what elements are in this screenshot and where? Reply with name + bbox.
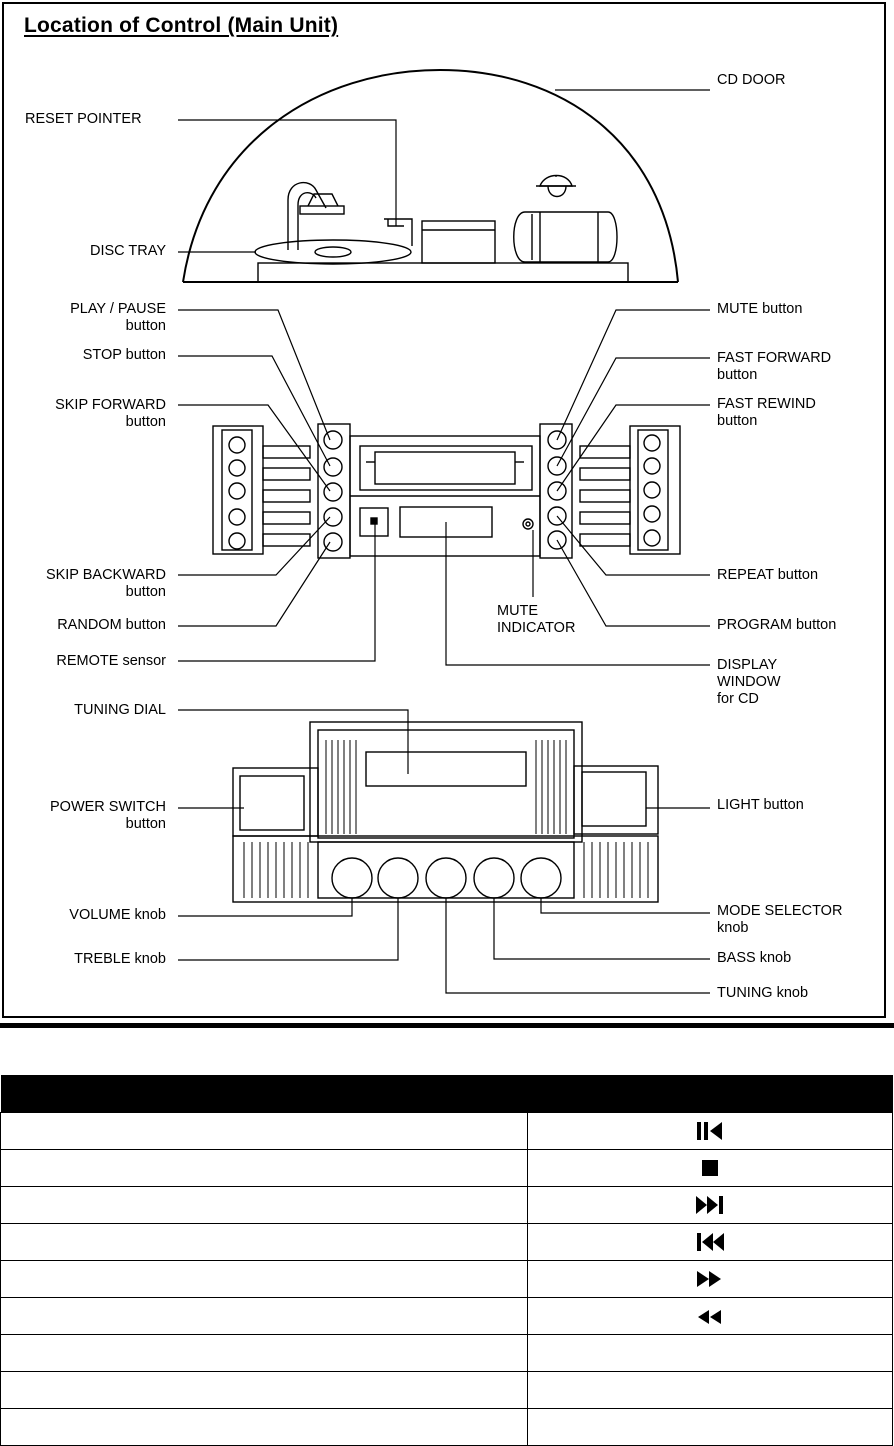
table-cell-label — [0, 1260, 528, 1298]
label-tuning-dial: TUNING DIAL — [74, 702, 166, 718]
label-random: RANDOM button — [57, 617, 166, 633]
label-fast-rewind: FAST REWIND button — [717, 396, 816, 429]
table-cell-symbol — [527, 1149, 893, 1187]
section-divider — [0, 1023, 894, 1028]
fast-forward-icon — [697, 1271, 721, 1288]
label-play-pause: PLAY / PAUSE button — [70, 301, 166, 334]
label-skip-forward: SKIP FORWARD button — [55, 397, 166, 430]
page-title: Location of Control (Main Unit) — [24, 14, 339, 37]
label-reset-pointer: RESET POINTER — [25, 111, 142, 127]
label-remote-sensor: REMOTE sensor — [56, 653, 166, 669]
table-row — [0, 1186, 893, 1224]
table-row — [0, 1149, 893, 1187]
table-cell-symbol — [527, 1334, 893, 1372]
label-light: LIGHT button — [717, 797, 804, 813]
label-mute-button: MUTE button — [717, 301, 803, 317]
radio-unit — [232, 721, 659, 903]
leader-lines — [178, 89, 710, 994]
table-cell-symbol — [527, 1297, 893, 1335]
table-cell-label — [0, 1334, 528, 1372]
diagram-frame — [2, 2, 886, 1018]
table-cell-symbol — [527, 1371, 893, 1409]
table-row — [0, 1223, 893, 1261]
table-cell-label — [0, 1186, 528, 1224]
label-program: PROGRAM button — [717, 617, 837, 633]
table-cell-label — [0, 1112, 528, 1150]
cd-player-unit — [212, 423, 681, 559]
skip-backward-icon — [697, 1233, 724, 1251]
fast-rewind-icon — [698, 1309, 721, 1324]
label-mode-selector: MODE SELECTOR knob — [717, 903, 843, 936]
table-cell-label — [0, 1408, 528, 1446]
label-tuning-knob: TUNING knob — [717, 985, 809, 1001]
table-cell-symbol — [527, 1223, 893, 1261]
label-repeat: REPEAT button — [717, 567, 819, 583]
label-power-switch: POWER SWITCH button — [50, 799, 166, 832]
table-cell-label — [0, 1223, 528, 1261]
play-pause-icon — [697, 1122, 722, 1140]
label-display-window: DISPLAY WINDOW for CD — [717, 657, 781, 707]
table-cell-label — [0, 1149, 528, 1187]
label-cd-door: CD DOOR — [717, 72, 786, 88]
label-stop: STOP button — [82, 347, 166, 363]
label-mute-indicator: MUTE INDICATOR — [497, 603, 576, 636]
table-row — [0, 1408, 893, 1446]
table-header-cell — [527, 1075, 893, 1113]
table-row — [0, 1371, 893, 1409]
label-skip-backward: SKIP BACKWARD button — [45, 567, 166, 600]
table-cell-label — [0, 1371, 528, 1409]
table-cell-label — [0, 1297, 528, 1335]
cd-door-dome — [182, 68, 679, 283]
label-disc-tray: DISC TRAY — [89, 243, 166, 259]
table-cell-symbol — [527, 1112, 893, 1150]
label-treble: TREBLE knob — [74, 951, 166, 967]
label-volume: VOLUME knob — [69, 907, 166, 923]
table-header-row — [0, 1075, 893, 1113]
table-cell-symbol — [527, 1408, 893, 1446]
skip-forward-icon — [696, 1196, 723, 1214]
table-row — [0, 1260, 893, 1298]
table-header-cell — [0, 1075, 528, 1113]
label-bass: BASS knob — [717, 950, 792, 966]
stop-icon — [702, 1160, 718, 1177]
table-cell-symbol — [527, 1260, 893, 1298]
table-row — [0, 1334, 893, 1372]
table-row — [0, 1297, 893, 1335]
table-row — [0, 1112, 893, 1150]
label-fast-forward: FAST FORWARD button — [717, 350, 832, 383]
controls-table — [0, 1075, 893, 1446]
main-unit-diagram — [178, 68, 710, 994]
table-cell-symbol — [527, 1186, 893, 1224]
